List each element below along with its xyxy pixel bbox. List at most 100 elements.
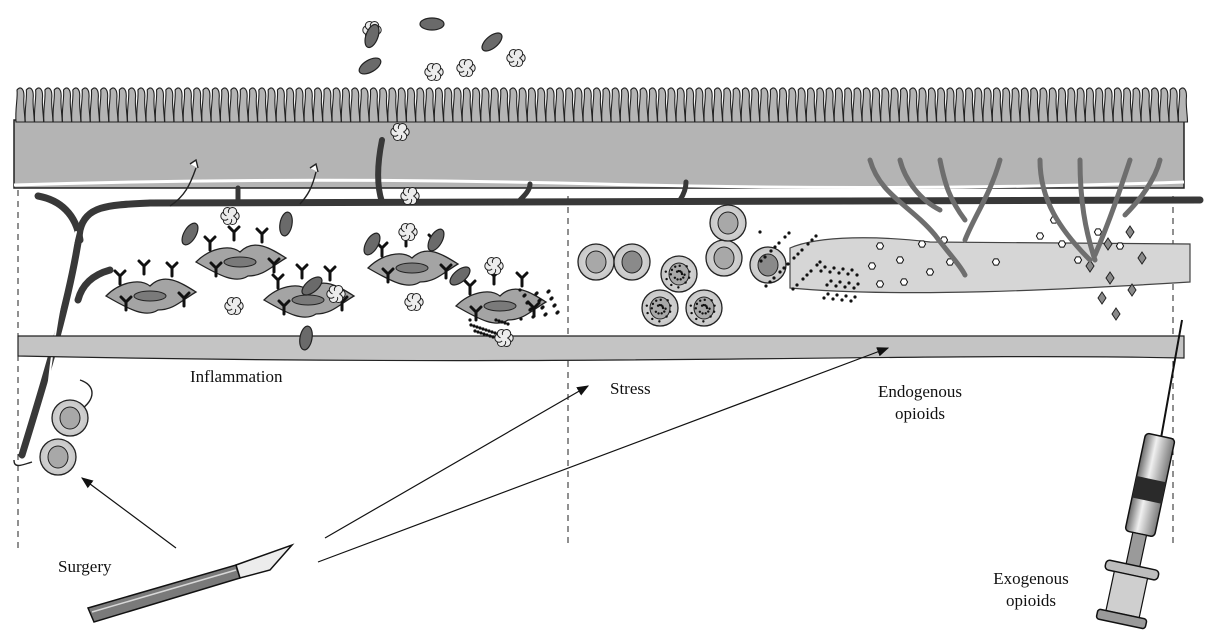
- secretion-dot: [556, 310, 559, 313]
- secretion-dot: [482, 332, 485, 335]
- villus: [1020, 88, 1029, 122]
- secretion-dot: [535, 291, 538, 294]
- scalpel-icon: [88, 545, 292, 622]
- villus: [1132, 88, 1141, 122]
- opioid-peptide: [992, 259, 999, 265]
- villus: [1169, 88, 1178, 122]
- villus: [946, 88, 955, 122]
- secretion-dot: [538, 298, 541, 301]
- secretion-dot: [475, 325, 478, 328]
- immune-cell: [750, 247, 786, 283]
- receptor: [325, 267, 335, 280]
- villus: [332, 88, 341, 122]
- secretion-dot: [805, 273, 808, 276]
- secretion-dot: [544, 312, 547, 315]
- villus: [1048, 88, 1057, 122]
- opioid-peptide: [926, 269, 933, 275]
- immune-cell: [614, 244, 650, 280]
- villus: [248, 88, 257, 122]
- villus: [109, 88, 118, 122]
- secretion-dot: [846, 272, 849, 275]
- opioid-peptide: [918, 241, 925, 247]
- villus: [444, 88, 453, 122]
- villus: [657, 88, 666, 122]
- villus: [425, 88, 434, 122]
- macrophage: [456, 271, 546, 323]
- villus: [276, 88, 285, 122]
- vessel-branch-top: [38, 196, 80, 240]
- secretion-dot: [841, 267, 844, 270]
- villus: [778, 88, 787, 122]
- villus: [955, 88, 964, 122]
- secretion-dot: [469, 323, 472, 326]
- macrophage: [368, 233, 458, 285]
- villus: [34, 88, 43, 122]
- villus: [555, 88, 564, 122]
- opioid-peptide: [900, 279, 907, 285]
- villus: [258, 88, 267, 122]
- villus: [527, 88, 536, 122]
- opioid-peptide: [868, 263, 875, 269]
- villus: [574, 88, 583, 122]
- opioid-peptide: [896, 257, 903, 263]
- secretion-dot: [479, 331, 482, 334]
- villus: [1011, 88, 1020, 122]
- label-endogenous-opioids: Endogenous opioids: [862, 381, 978, 425]
- villus: [499, 88, 508, 122]
- cell-nucleus: [60, 407, 80, 429]
- cytokine: [327, 285, 345, 302]
- secretion-dot: [478, 326, 481, 329]
- secretion-dot: [550, 296, 553, 299]
- villus: [230, 88, 239, 122]
- villus: [862, 88, 871, 122]
- villus: [964, 88, 973, 122]
- villus: [676, 88, 685, 122]
- villus: [546, 88, 555, 122]
- villus: [127, 88, 136, 122]
- secretion-dot: [476, 330, 479, 333]
- arrow-to-endogenous: [318, 348, 888, 562]
- macrophage-nucleus: [396, 263, 428, 273]
- villus: [369, 88, 378, 122]
- label-endogenous-line1: Endogenous: [862, 381, 978, 403]
- secretion-dot: [856, 282, 859, 285]
- villus: [890, 88, 899, 122]
- opioid-peptide: [1094, 229, 1101, 235]
- syringe-icon: [1094, 315, 1211, 629]
- secretion-dot: [769, 249, 772, 252]
- lymphocyte: [357, 55, 384, 77]
- cell-nucleus: [48, 446, 68, 468]
- secretion-dot: [526, 300, 529, 303]
- villus: [239, 88, 248, 122]
- label-inflammation: Inflammation: [190, 366, 283, 388]
- secretion-dot: [494, 318, 497, 321]
- cytokine: [221, 207, 239, 224]
- villus: [927, 88, 936, 122]
- villus: [378, 88, 387, 122]
- cytokine: [485, 257, 503, 274]
- villus: [685, 88, 694, 122]
- villus: [769, 88, 778, 122]
- secretion-dot: [822, 296, 825, 299]
- secretion-dot: [826, 292, 829, 295]
- label-stress: Stress: [610, 378, 651, 400]
- macrophage-nucleus: [134, 291, 166, 301]
- villus: [974, 88, 983, 122]
- secretion-dot: [849, 299, 852, 302]
- villus: [25, 88, 34, 122]
- secretion-dot: [786, 262, 789, 265]
- villus: [323, 88, 332, 122]
- receptor: [205, 237, 215, 250]
- secretion-dot: [519, 317, 522, 320]
- macrophage-nucleus: [292, 295, 324, 305]
- receptor: [139, 261, 149, 274]
- villus: [592, 88, 601, 122]
- villus: [1160, 88, 1169, 122]
- secretion-dot: [823, 265, 826, 268]
- villus: [90, 88, 99, 122]
- secretion-dot: [553, 303, 556, 306]
- villus: [434, 88, 443, 122]
- cell-nucleus: [586, 251, 606, 273]
- villus: [936, 88, 945, 122]
